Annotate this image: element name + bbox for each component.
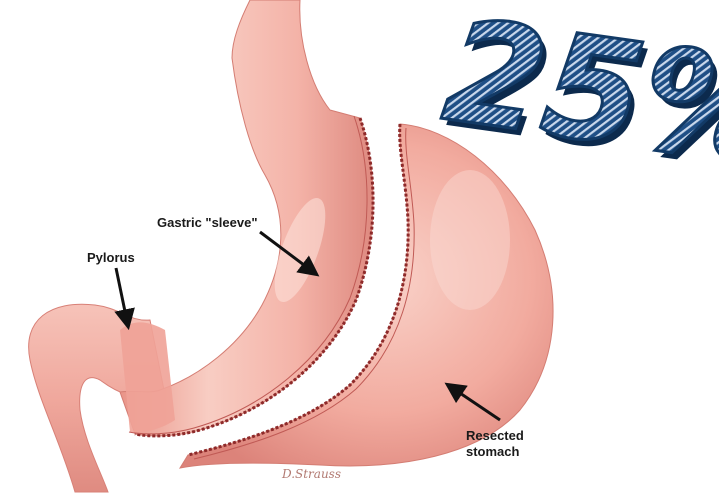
label-pylorus: Pylorus [87,250,135,265]
label-gastric-sleeve: Gastric "sleeve" [157,215,258,230]
artist-signature: D.Strauss [281,467,341,481]
label-resected: Resected [466,428,524,443]
label-stomach: stomach [466,444,520,459]
